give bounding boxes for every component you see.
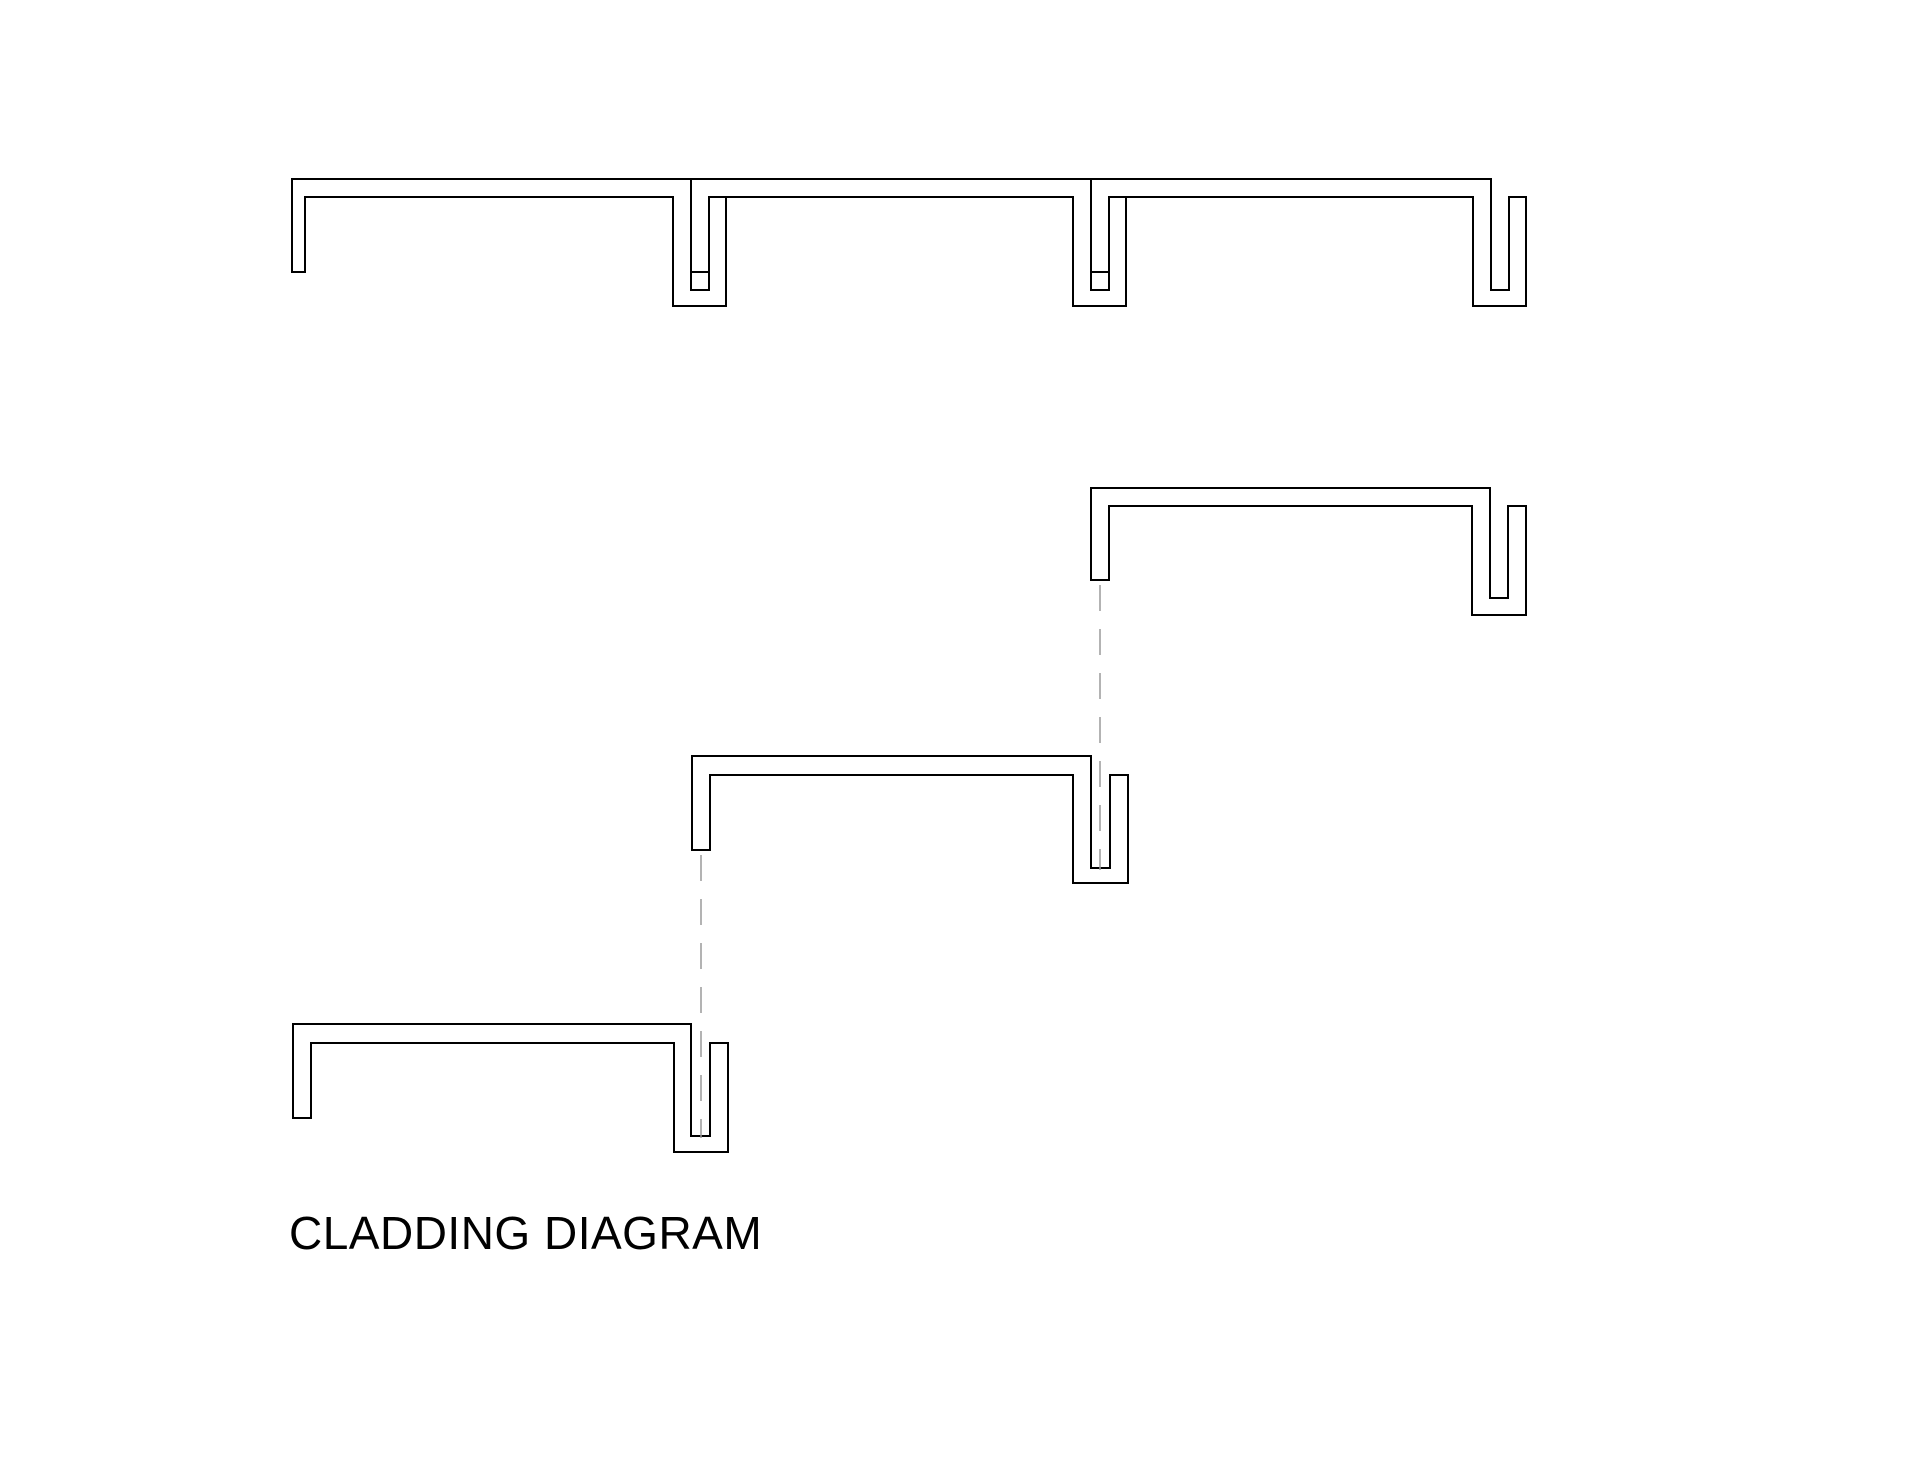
assembled-panel-2 xyxy=(690,178,1127,307)
exploded-panel-middle xyxy=(691,755,1129,884)
assembled-panel-3 xyxy=(1090,178,1527,307)
diagram-caption: CLADDING DIAGRAM xyxy=(289,1207,763,1259)
exploded-panel-top xyxy=(1090,487,1527,616)
assembled-panel-row xyxy=(291,178,1527,307)
assembled-panel-1 xyxy=(291,178,727,307)
exploded-panel-bottom xyxy=(292,1023,729,1153)
